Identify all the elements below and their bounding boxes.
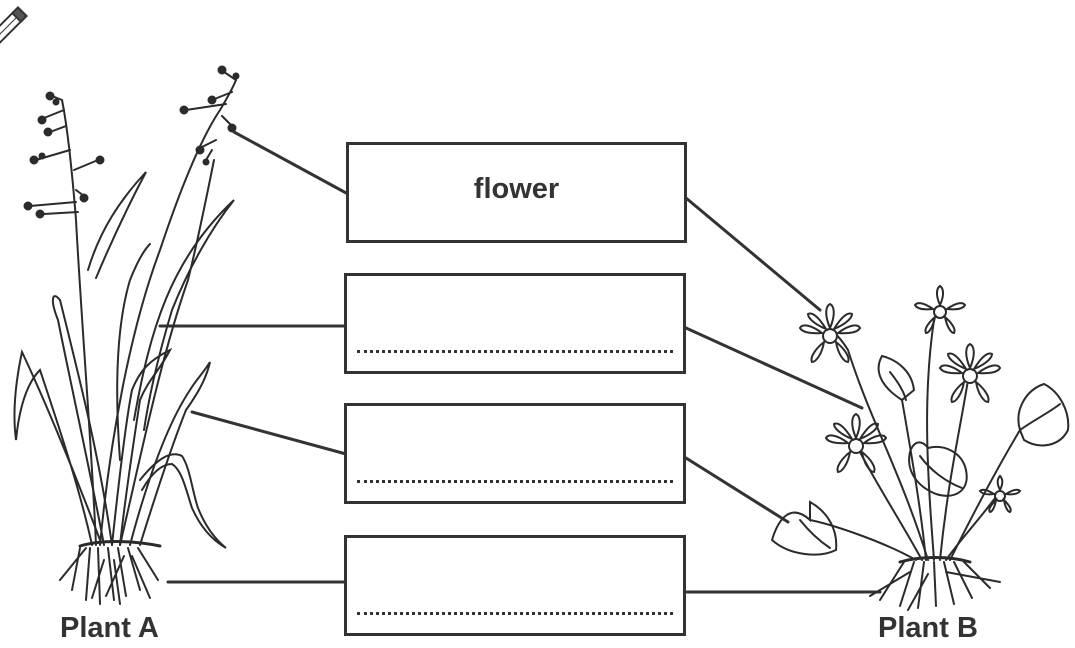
flower-b-4 xyxy=(824,412,888,474)
plant-b-label: Plant B xyxy=(878,612,978,644)
pencil-icon xyxy=(0,6,28,46)
answer-blank-line[interactable] xyxy=(357,350,673,353)
flower-b-1 xyxy=(798,302,862,364)
label-box-4[interactable] xyxy=(344,535,686,636)
plant-a-drawing xyxy=(13,65,240,605)
connector-b-stem xyxy=(684,326,864,410)
label-box-2[interactable] xyxy=(344,273,686,374)
connector-b-leaf xyxy=(684,456,790,524)
connector-a-leaf xyxy=(190,410,348,456)
answer-blank-line[interactable] xyxy=(357,612,673,615)
plant-b-drawing xyxy=(770,284,1070,611)
answer-blank-line[interactable] xyxy=(357,480,673,483)
connector-a-flower xyxy=(232,130,350,196)
label-box-text: flower xyxy=(473,173,560,205)
connector-b-flower xyxy=(684,196,822,312)
plant-a-label: Plant A xyxy=(60,612,159,644)
flower-b-2 xyxy=(913,284,967,335)
flower-b-5 xyxy=(978,474,1022,514)
label-box-1: flower xyxy=(346,142,687,243)
connector-lines xyxy=(158,130,882,594)
flower-b-3 xyxy=(938,342,1002,404)
label-box-3[interactable] xyxy=(344,403,686,504)
